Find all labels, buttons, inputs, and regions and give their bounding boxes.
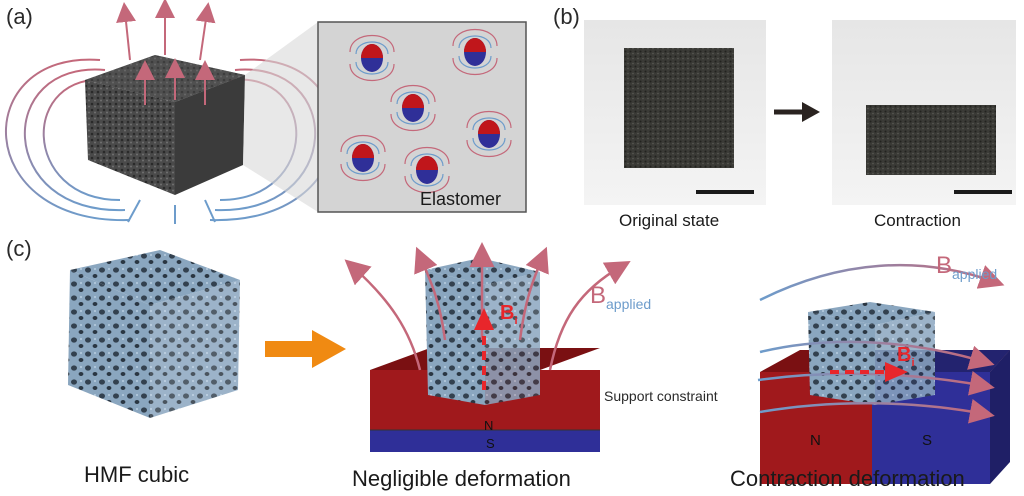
inset-label-elastomer: Elastomer (420, 189, 502, 209)
scale-bar-right (954, 190, 1012, 194)
label-bi-middle: Bi (500, 302, 518, 327)
caption-original-state: Original state (619, 211, 720, 230)
panel-c-label: (c) (6, 236, 32, 261)
panel-a-label: (a) (6, 4, 33, 29)
pole-s-middle: S (486, 436, 495, 451)
caption-hmf-cubic: HMF cubic (84, 462, 190, 487)
pole-n-right: N (810, 432, 821, 449)
pole-s-right: S (922, 432, 933, 449)
label-bapplied-middle: Bapplied (590, 282, 652, 312)
foam-cube-dark (85, 55, 245, 195)
foam-sample-contracted (866, 105, 996, 175)
label-bi-right: Bi (897, 344, 915, 369)
panel-b-label: (b) (553, 4, 580, 29)
field-arrows-middle (344, 242, 631, 371)
foam-cube-right (808, 302, 935, 405)
panel-b-photos (584, 20, 1016, 205)
field-arrows-right (757, 263, 1005, 424)
hmf-cube (68, 250, 240, 418)
process-arrow (265, 330, 346, 368)
panel-c-figure (68, 242, 1010, 484)
panel-a-figure (5, 0, 527, 224)
pole-n-middle: N (484, 418, 494, 433)
caption-contraction: Contraction (874, 211, 961, 230)
label-bapplied-right: Bapplied (936, 252, 998, 282)
magnetic-particles (340, 28, 512, 194)
caption-contraction-deformation: Contraction deformation (730, 466, 965, 491)
scale-bar-left (696, 190, 754, 194)
label-support-constraint: Support constraint (604, 388, 718, 404)
foam-sample-original (624, 48, 734, 168)
caption-negligible-deformation: Negligible deformation (352, 466, 571, 491)
